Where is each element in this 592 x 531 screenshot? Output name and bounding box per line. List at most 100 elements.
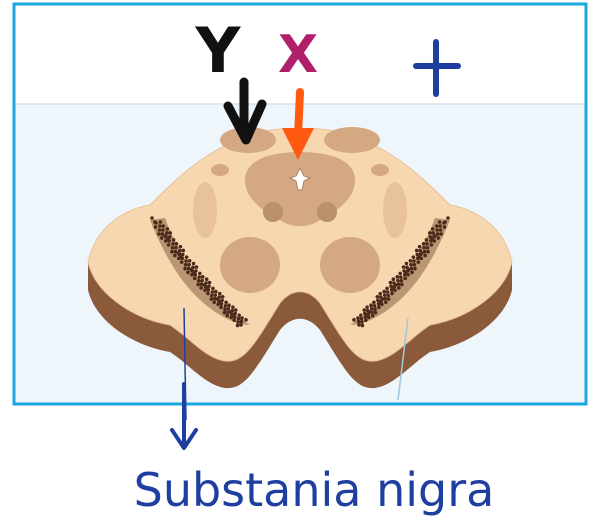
nigra-dot <box>167 243 171 247</box>
nigra-dot <box>210 297 214 301</box>
nigra-dot <box>394 283 398 287</box>
nigra-dot <box>369 303 373 307</box>
nigra-dot <box>219 305 223 309</box>
nigra-dot <box>162 224 166 228</box>
nigra-dot <box>386 290 390 294</box>
nigra-dot <box>218 292 222 296</box>
nigra-dot <box>183 267 187 271</box>
nigra-dot <box>439 232 443 236</box>
nigra-dot <box>399 275 403 279</box>
x-label: X <box>278 25 318 85</box>
nigra-dot <box>221 295 225 299</box>
nigra-dot <box>395 275 399 279</box>
nigra-dot <box>197 279 201 283</box>
nigra-dot <box>184 259 188 263</box>
nigra-dot <box>370 307 374 311</box>
nigra-dot <box>224 300 228 304</box>
nigra-dot <box>188 259 192 263</box>
nigra-dot <box>376 295 380 299</box>
nigra-dot <box>172 238 176 242</box>
nigra-dot <box>410 271 414 275</box>
nigra-dot <box>236 324 240 328</box>
nigra-dot <box>422 242 426 246</box>
y-label: Y <box>195 14 242 87</box>
nigra-dot <box>407 268 411 272</box>
nigra-dot <box>391 286 395 290</box>
nigra-dot <box>425 242 429 246</box>
nigra-dot <box>193 277 197 281</box>
nigra-dot <box>195 265 199 269</box>
nigra-dot <box>210 294 214 298</box>
nigra-dot <box>422 246 426 250</box>
nigra-dot <box>360 320 364 324</box>
nigra-dot <box>377 305 381 309</box>
nigra-dot <box>240 320 244 324</box>
nigra-dot <box>173 254 177 258</box>
nigra-dot <box>224 304 228 308</box>
nigra-dot <box>403 277 407 281</box>
nigra-dot <box>415 249 419 253</box>
right-lateral-tract <box>383 182 407 238</box>
nigra-dot <box>158 228 162 232</box>
nigra-dot <box>405 262 409 266</box>
nigra-dot <box>426 250 430 254</box>
nigra-dot <box>165 227 169 231</box>
nigra-dot <box>154 225 158 229</box>
nigra-dot <box>203 283 207 287</box>
nigra-dot <box>182 249 186 253</box>
nigra-dot <box>423 254 427 258</box>
nigra-dot <box>174 246 178 250</box>
nigra-dot <box>198 272 202 276</box>
nigra-dot <box>381 297 385 301</box>
nigra-dot <box>367 316 371 320</box>
substantia-nigra-caption: Substania nigra <box>134 463 495 517</box>
nigra-dot <box>187 263 191 267</box>
nigra-dot <box>392 277 396 281</box>
nigra-dot <box>159 220 163 224</box>
left-lateral-tract <box>193 182 217 238</box>
right-red-nucleus <box>320 237 380 293</box>
nigra-dot <box>232 313 236 317</box>
nigra-dot <box>175 242 179 246</box>
nigra-dot <box>446 216 450 220</box>
nigra-dot <box>426 246 430 250</box>
nigra-dot <box>425 238 429 242</box>
nigra-dot <box>409 259 413 263</box>
left-oculomotor-nucleus <box>263 202 283 222</box>
nigra-dot <box>208 281 212 285</box>
nigra-dot <box>237 317 241 321</box>
nigra-dot <box>413 267 417 271</box>
right-colliculus <box>324 127 380 153</box>
nigra-dot <box>219 300 223 304</box>
nigra-dot <box>211 290 215 294</box>
nigra-dot <box>435 228 439 232</box>
nigra-dot <box>158 224 162 228</box>
nigra-dot <box>378 300 382 304</box>
nigra-dot <box>205 277 209 281</box>
nigra-dot <box>362 308 366 312</box>
nigra-dot <box>433 234 437 238</box>
nigra-dot <box>409 263 413 267</box>
nigra-dot <box>192 262 196 266</box>
nigra-dot <box>417 255 421 259</box>
nigra-dot <box>223 311 227 315</box>
nigra-dot <box>179 255 183 259</box>
nigra-dot <box>428 231 432 235</box>
nigra-dot <box>397 286 401 290</box>
nigra-dot <box>400 283 404 287</box>
nigra-dot <box>206 292 210 296</box>
nigra-dot <box>443 225 447 229</box>
nigra-dot <box>439 228 443 232</box>
nigra-dot <box>412 255 416 259</box>
nigra-dot <box>356 316 360 320</box>
nigra-dot <box>374 311 378 315</box>
nigra-dot <box>211 287 215 291</box>
nigra-dot <box>206 286 210 290</box>
nigra-dot <box>352 318 356 322</box>
nigra-dot <box>185 255 189 259</box>
nigra-dot <box>229 316 233 320</box>
nigra-dot <box>390 292 394 296</box>
nigra-dot <box>214 293 218 297</box>
nigra-dot <box>153 220 157 224</box>
nigra-dot <box>438 220 442 224</box>
